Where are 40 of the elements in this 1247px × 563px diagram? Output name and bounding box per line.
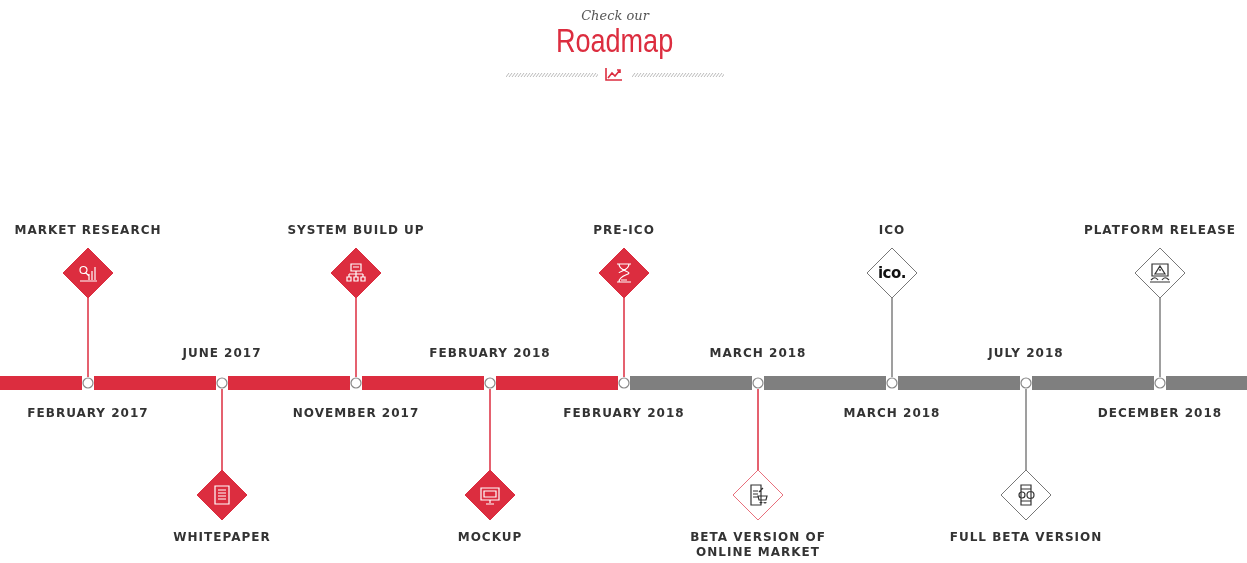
date-label: JUNE 2017 [180, 346, 263, 360]
timeline-bar [94, 376, 216, 390]
timeline-bar [362, 376, 484, 390]
connector-line [355, 297, 357, 378]
date-label: DECEMBER 2018 [1096, 406, 1224, 420]
timeline-bar [1032, 376, 1154, 390]
milestone-title: BETA VERSION OF ONLINE MARKET [689, 530, 827, 560]
milestone-title: PRE-ICO [592, 223, 656, 237]
timeline-bar [0, 376, 82, 390]
subtitle: Check our [581, 8, 649, 23]
timeline-bar [228, 376, 350, 390]
connector-line [87, 297, 89, 378]
connector-line [489, 388, 491, 471]
date-label: FEBRUARY 2018 [428, 346, 552, 360]
connector-line [891, 297, 893, 378]
timeline-bar [1166, 376, 1247, 390]
milestone-title: FULL BETA VERSION [948, 530, 1104, 544]
milestone-title: MOCKUP [456, 530, 524, 544]
connector-line [1159, 297, 1161, 378]
milestone-title: MARKET RESEARCH [13, 223, 163, 237]
connector-line [221, 388, 223, 471]
milestone-title: PLATFORM RELEASE [1082, 223, 1238, 237]
date-label: MARCH 2018 [708, 346, 808, 360]
connector-line [757, 388, 759, 471]
timeline-bar [764, 376, 886, 390]
date-label: FEBRUARY 2017 [26, 406, 150, 420]
date-label: NOVEMBER 2017 [291, 406, 421, 420]
date-label: FEBRUARY 2018 [562, 406, 686, 420]
date-label: JULY 2018 [986, 346, 1065, 360]
timeline-bar [898, 376, 1020, 390]
timeline-bar [630, 376, 752, 390]
date-label: MARCH 2018 [842, 406, 942, 420]
milestone-title: WHITEPAPER [172, 530, 272, 544]
connector-line [1025, 388, 1027, 471]
milestone-title: ICO [877, 223, 907, 237]
diamond-label: ico. [877, 263, 907, 283]
connector-line [623, 297, 625, 378]
timeline-bar [496, 376, 618, 390]
milestone-title: SYSTEM BUILD UP [286, 223, 426, 237]
title: Roadmap [556, 22, 674, 60]
